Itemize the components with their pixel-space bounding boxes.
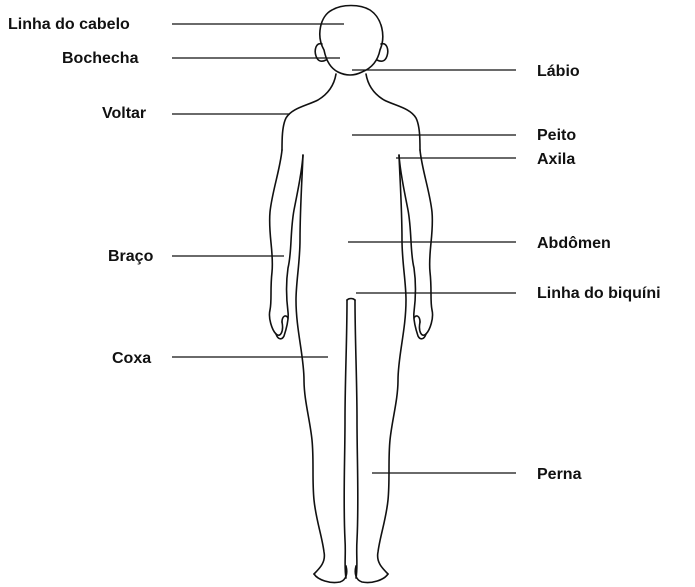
label-chest-group: Peito (352, 127, 576, 144)
label-cheek: Bochecha (62, 50, 139, 67)
right-leg-inner (354, 299, 359, 579)
label-lip-group: Lábio (352, 63, 580, 80)
label-arm: Braço (108, 248, 154, 265)
left-foot (313, 565, 348, 584)
left-ear (314, 42, 327, 62)
right-foot (354, 565, 389, 584)
label-bikini-line-group: Linha do biquíni (356, 285, 661, 302)
label-bikini-line: Linha do biquíni (537, 285, 661, 302)
left-leg-inner (343, 299, 348, 579)
left-torso-leg-outer (295, 154, 326, 575)
right-ear (376, 42, 389, 62)
head-outline (319, 4, 384, 76)
right-torso-leg-outer (376, 154, 407, 575)
left-arm-inner (275, 154, 304, 340)
human-figure (268, 4, 434, 584)
label-abdomen: Abdômen (537, 235, 611, 252)
label-thigh-group: Coxa (112, 350, 328, 367)
label-lip: Lábio (537, 63, 580, 80)
label-back-group: Voltar (102, 105, 290, 122)
label-hairline: Linha do cabelo (8, 16, 130, 33)
label-arm-group: Braço (108, 248, 284, 265)
label-armpit-group: Axila (396, 151, 575, 168)
label-abdomen-group: Abdômen (348, 235, 611, 252)
label-back: Voltar (102, 105, 146, 122)
right-arm-outer (418, 149, 434, 337)
label-cheek-group: Bochecha (62, 50, 340, 67)
right-arm-inner (398, 154, 427, 340)
label-leg-group: Perna (372, 466, 582, 483)
label-thigh: Coxa (112, 350, 151, 367)
label-armpit: Axila (537, 151, 575, 168)
label-leg: Perna (537, 466, 582, 483)
left-arm-outer (268, 149, 284, 337)
label-hairline-group: Linha do cabelo (8, 16, 344, 33)
right-hand-detail (413, 315, 421, 323)
left-neck-shoulder (281, 73, 337, 151)
left-hand-detail (281, 315, 289, 323)
crotch (346, 297, 356, 301)
right-neck-shoulder (365, 73, 421, 151)
label-chest: Peito (537, 127, 576, 144)
